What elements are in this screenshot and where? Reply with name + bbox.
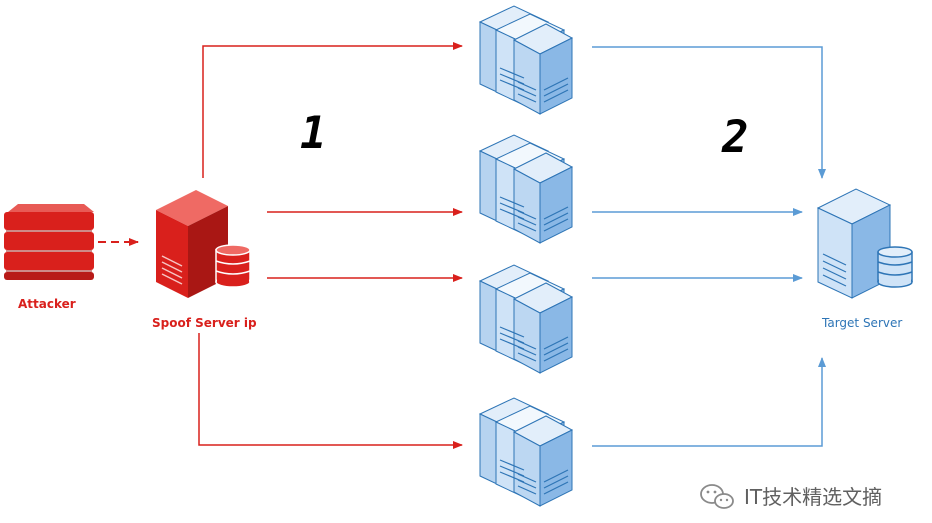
target-server-icon: [816, 188, 913, 299]
database-icon: [215, 244, 251, 288]
watermark-text: IT技术精选文摘: [744, 484, 883, 509]
reflector-server-icon: [479, 134, 573, 244]
request-arrow-1: [202, 42, 463, 178]
watermark: IT技术精选文摘: [700, 480, 882, 510]
step-2-label: 2: [722, 112, 749, 163]
attacker-label: Attacker: [18, 297, 76, 311]
spoof-server-label: Spoof Server ip: [152, 316, 257, 330]
reflector-server-icon: [479, 5, 573, 115]
request-arrow-4: [198, 333, 463, 449]
target-server-label: Target Server: [822, 316, 903, 330]
reflected-response-arrows: [592, 46, 826, 447]
spoof-server-icon: [156, 190, 251, 298]
response-arrow-4: [592, 357, 826, 447]
wechat-icon: [700, 484, 734, 509]
reflector-server-icon: [479, 264, 573, 374]
database-icon: [877, 246, 913, 288]
step-1-label: 1: [300, 108, 327, 159]
spoofed-request-arrows: [198, 42, 463, 449]
response-arrow-1: [592, 46, 826, 179]
attacker-icon: [4, 204, 94, 280]
reflector-servers: [479, 5, 573, 507]
reflector-server-icon: [479, 397, 573, 507]
